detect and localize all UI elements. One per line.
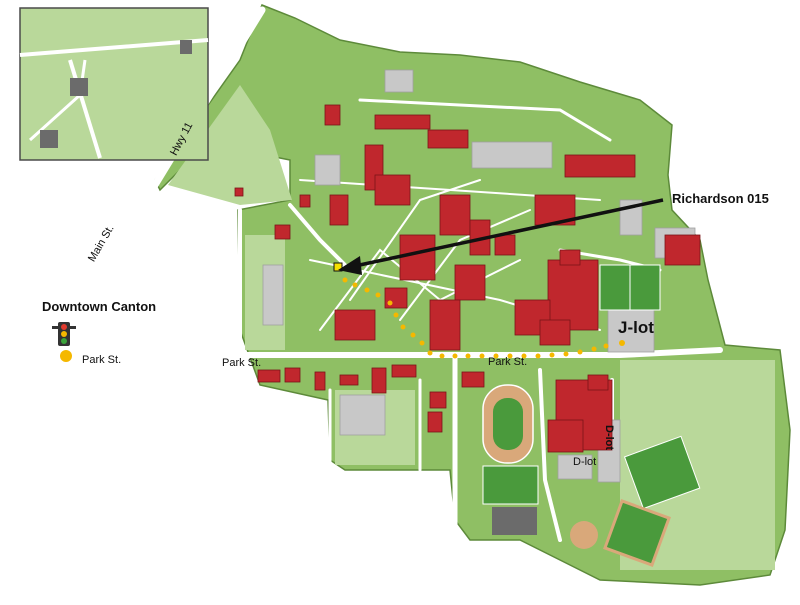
d-lot-label: D-lot xyxy=(573,456,597,468)
track-and-field xyxy=(482,264,701,567)
route-dot-icon xyxy=(60,350,72,362)
buildings xyxy=(234,104,701,453)
park-st-center-label: Park St. xyxy=(488,356,528,368)
richardson-015-label: Richardson 015 xyxy=(672,191,769,206)
j-lot-label: J-lot xyxy=(618,318,654,337)
inset-map xyxy=(19,7,209,161)
downtown-canton-label: Downtown Canton xyxy=(42,299,157,314)
destination-marker-icon xyxy=(333,262,343,272)
d-lot-vertical-label: D-lot xyxy=(603,425,615,451)
park-st-left-label: Park St. xyxy=(222,357,262,369)
traffic-light-icon xyxy=(52,322,76,346)
parking-lots xyxy=(262,69,696,483)
walking-route xyxy=(342,277,625,359)
richardson-arrow-icon xyxy=(338,198,664,275)
northwest-field xyxy=(168,85,292,205)
legend-park-st-label: Park St. xyxy=(82,354,122,366)
